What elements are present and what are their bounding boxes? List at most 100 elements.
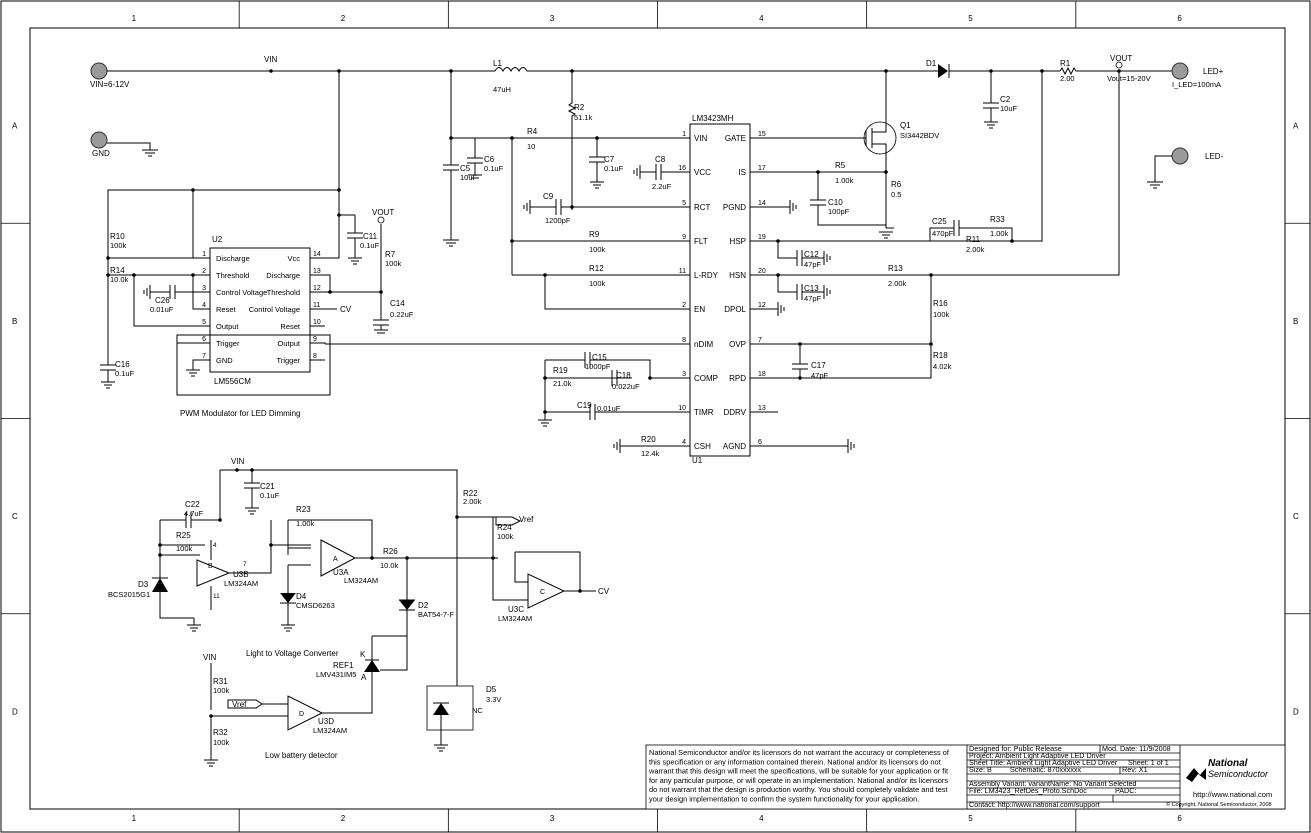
- r10-ref: R10: [110, 232, 125, 241]
- disclaimer-line: National Semiconductor and/or its licens…: [649, 748, 950, 757]
- r5-ref: R5: [835, 161, 846, 170]
- u3b-glyph: B: [208, 563, 213, 570]
- d1-ref: D1: [926, 59, 937, 68]
- u1-pin-name-right: IS: [738, 168, 746, 177]
- u2-pin-name-right: Output: [277, 339, 300, 348]
- r18-ref: R18: [933, 351, 948, 360]
- logo-icon: [1186, 768, 1206, 782]
- u2-pin-name-right: Threshold: [267, 288, 300, 297]
- u1-pin-num-right: 20: [758, 268, 766, 275]
- c9-ref: C9: [543, 192, 554, 201]
- disclaimer-line: your design implementation to confirm th…: [649, 795, 919, 804]
- r32-value: 100k: [213, 738, 230, 747]
- c5-ref: C5: [460, 164, 471, 173]
- grid-row-left: C: [12, 512, 18, 521]
- c13-value: 47pF: [804, 294, 822, 303]
- r18-value: 4.02k: [933, 362, 952, 371]
- r25-ref: R25: [176, 531, 191, 540]
- u3b-ref: U3B: [233, 570, 249, 579]
- grid-col-bottom: 3: [550, 814, 555, 823]
- r13-value: 2.00k: [888, 279, 907, 288]
- u2-pin-num-right: 10: [313, 319, 321, 326]
- r22-ref: R22: [463, 489, 478, 498]
- r24-value: 100k: [497, 532, 514, 541]
- r22-value: 2.00k: [463, 497, 482, 506]
- c2-value: 10uF: [1000, 104, 1018, 113]
- u1-pin-name-right: PGND: [723, 203, 746, 212]
- u2-pin-name-left: Output: [216, 322, 239, 331]
- pwm-modulator: R10 100k R14 10.0k C16 0.1uF C26 0.01uF …: [100, 71, 414, 418]
- r32-ref: R32: [213, 728, 228, 737]
- u2-pin-name-left: Trigger: [216, 339, 240, 348]
- u1-pin-name-left: nDIM: [694, 340, 713, 349]
- title-block: National Semiconductor and/or its licens…: [645, 744, 1286, 810]
- light-caption: Light to Voltage Converter: [246, 649, 339, 658]
- vin-net-label-3: VIN: [203, 653, 217, 662]
- d2-value: BAT54-7-F: [418, 610, 455, 619]
- logo-line1: National: [1208, 758, 1248, 769]
- u1-pin-name-right: RPD: [729, 374, 746, 383]
- u1-pin-num-right: 6: [758, 439, 762, 446]
- grid-col-top: 3: [550, 14, 555, 23]
- disclaimer-line: for any particular purpose, or will oper…: [649, 776, 948, 785]
- grid-row-right: B: [1293, 317, 1298, 326]
- c16-ref: C16: [115, 360, 130, 369]
- vout-net-label: VOUT: [1110, 54, 1132, 63]
- u3d-ref: U3D: [318, 717, 334, 726]
- u1-pin-num-left: 5: [682, 200, 686, 207]
- c14-value: 0.22uF: [390, 310, 414, 319]
- r6-ref: R6: [891, 180, 902, 189]
- cv-net-label: CV: [340, 305, 352, 314]
- r23-ref: R23: [296, 505, 311, 514]
- u2-pin-name-left: Discharge: [216, 254, 250, 263]
- main-ic-body: [689, 123, 751, 457]
- u1-pin-num-left: 2: [682, 302, 686, 309]
- u1-pin-num-left: 4: [682, 439, 686, 446]
- c26-ref: C26: [155, 296, 170, 305]
- d4-value: CMSD6263: [296, 601, 335, 610]
- pwm-caption: PWM Modulator for LED Dimming: [180, 409, 300, 418]
- u1-pin-name-left: RCT: [694, 203, 711, 212]
- c22-value: 4.7uF: [184, 509, 204, 518]
- grid-row-left: A: [12, 122, 18, 131]
- tb-contact: Contact: http://www.national.com/support: [969, 800, 1100, 809]
- c15-value: 1000pF: [585, 362, 611, 371]
- c25-ref: C25: [932, 217, 947, 226]
- u1-pin-name-left: TIMR: [694, 408, 714, 417]
- u1-pin-name-left: FLT: [694, 237, 708, 246]
- u1-pin-name-right: DPOL: [724, 305, 746, 314]
- q1-value: SI3442BDV: [900, 131, 939, 140]
- r5-value: 1.00k: [835, 176, 854, 185]
- c22-ref: C22: [185, 500, 200, 509]
- u1-pin-name-left: EN: [694, 305, 705, 314]
- grid-row-right: C: [1293, 512, 1299, 521]
- u2-pin-num-right: 9: [313, 336, 317, 343]
- r14-ref: R14: [110, 266, 125, 275]
- c10-ref: C10: [828, 198, 843, 207]
- c25-value: 470pF: [932, 229, 954, 238]
- led-plus-label: LED+: [1203, 67, 1224, 76]
- u1-pin-num-right: 17: [758, 165, 766, 172]
- u2-pin-num-right: 11: [313, 302, 320, 309]
- grid-col-top: 2: [341, 14, 346, 23]
- c8-value: 2.2uF: [652, 182, 672, 191]
- u3b-pin7: 7: [243, 561, 247, 568]
- r9-value: 100k: [589, 245, 606, 254]
- timer-ic-body: [209, 247, 311, 373]
- u3a-ref: U3A: [333, 568, 349, 577]
- u1-pin-num-left: 10: [678, 405, 686, 412]
- u1-pin-name-left: VCC: [694, 168, 711, 177]
- timer-ic-ref: U2: [212, 235, 223, 244]
- u1-pin-name-right: HSP: [730, 237, 746, 246]
- ref1-k: K: [360, 650, 366, 659]
- c2-ref: C2: [1000, 95, 1011, 104]
- d5-nc: NC: [472, 706, 483, 715]
- logo-line2: Semiconductor: [1208, 769, 1269, 779]
- c18-value: 0.022uF: [612, 382, 640, 391]
- vout-range: Vout=15-20V: [1107, 74, 1151, 83]
- ref1-ref: REF1: [333, 661, 354, 670]
- q1-ref: Q1: [900, 121, 911, 130]
- u1-pin-num-right: 13: [758, 405, 766, 412]
